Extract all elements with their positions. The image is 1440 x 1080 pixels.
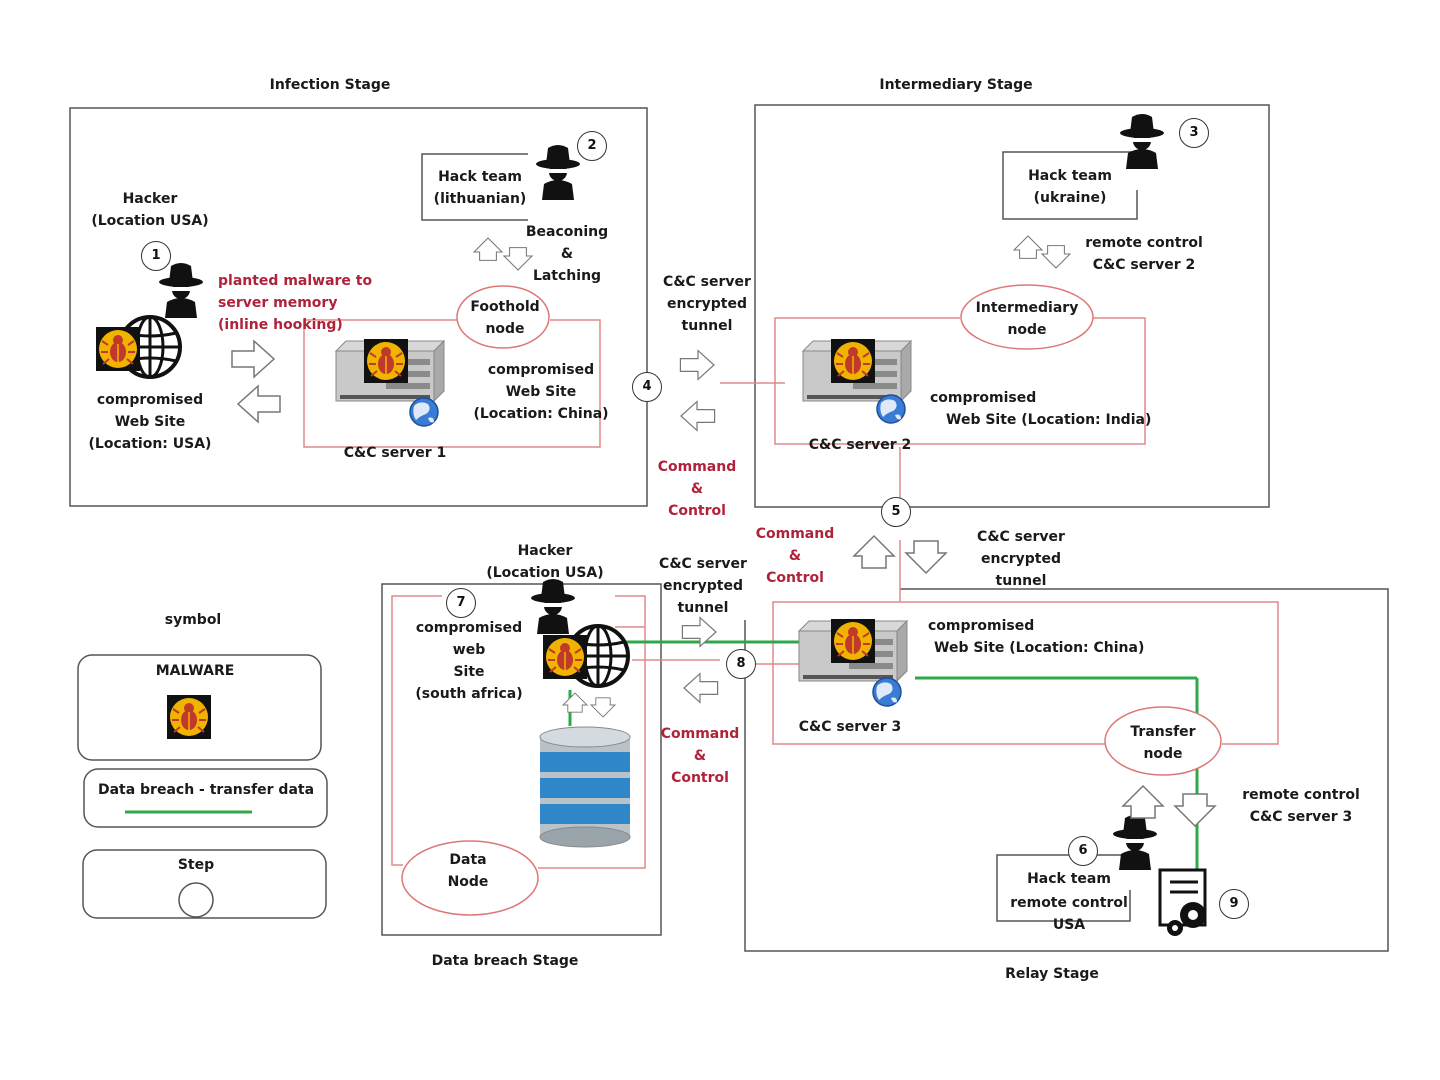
web-globe-south-africa xyxy=(542,624,630,688)
red-lines xyxy=(303,317,1279,869)
legend-breach-label: Data breach - transfer data xyxy=(97,782,315,798)
step-2: 2 xyxy=(577,131,607,161)
foothold-node-shape xyxy=(456,285,550,349)
step-9: 9 xyxy=(1219,889,1249,919)
transfer-node-label: Transfer node xyxy=(1130,724,1196,762)
step-1: 1 xyxy=(141,241,171,271)
compromised-site-usa-label: compromised Web Site (Location: USA) xyxy=(88,392,212,452)
hack-team-usa-label: Hack team remote control USA xyxy=(1010,871,1128,933)
relay-stage-box xyxy=(744,588,1389,952)
foothold-node-label: Foothold node xyxy=(470,299,540,337)
hacker-usa-icon xyxy=(159,263,203,318)
hack-team-ukraine-label: Hack team (ukraine) xyxy=(1028,168,1112,206)
step-8: 8 xyxy=(726,649,756,679)
green-lines xyxy=(568,640,1199,877)
infection-stage-title: Infection Stage xyxy=(269,77,391,93)
step-6: 6 xyxy=(1068,836,1098,866)
hack-team-lithuanian-label: Hack team (lithuanian) xyxy=(433,169,527,207)
hacker-usa-label: Hacker (Location USA) xyxy=(91,191,209,229)
step-4: 4 xyxy=(632,372,662,402)
hack-team-lithuanian-icon xyxy=(536,145,580,200)
hack-team-box-2 xyxy=(421,153,528,221)
hacker-data-breach-icon xyxy=(531,579,575,634)
legend-step-label: Step xyxy=(177,857,215,873)
cc-server-1-label: C&C server 1 xyxy=(343,445,447,461)
data-breach-stage-box xyxy=(381,583,662,936)
planted-malware-label: planted malware to server memory (inline… xyxy=(218,273,373,333)
hack-team-usa-icon xyxy=(1113,815,1157,870)
tunnel-right-label: C&C server encrypted tunnel xyxy=(977,529,1065,589)
legend-step-box xyxy=(82,849,327,919)
report-gears-icon xyxy=(1158,868,1207,936)
compromised-site-south-africa-label: compromised web Site (south africa) xyxy=(415,620,523,702)
hack-team-box-6 xyxy=(996,854,1131,922)
cc-server-1-icon xyxy=(335,338,445,427)
compromised-site-china-relay-label: compromised Web Site (Location: China) xyxy=(928,618,1145,656)
data-breach-stage-title: Data breach Stage xyxy=(431,953,579,969)
legend-malware-box xyxy=(77,654,322,761)
cc-server-3-label: C&C server 3 xyxy=(798,719,902,735)
command-control-mid-label: Command & Control xyxy=(755,526,835,586)
compromised-site-china-label: compromised Web Site (Location: China) xyxy=(473,362,609,422)
hack-team-box-3 xyxy=(1002,151,1138,220)
hack-team-ukraine-icon xyxy=(1120,114,1164,169)
remote-control-3-label: remote control C&C server 3 xyxy=(1242,787,1360,825)
command-control-top-label: Command & Control xyxy=(657,459,737,519)
data-node-label: Data Node xyxy=(447,852,489,890)
data-node-shape xyxy=(401,840,539,916)
legend-malware-icon xyxy=(166,694,212,740)
intermediary-stage-title: Intermediary Stage xyxy=(879,77,1033,93)
compromised-site-india-label: compromised Web Site (Location: India) xyxy=(930,390,1152,428)
legend-title: symbol xyxy=(164,612,222,628)
cc-server-2-icon xyxy=(802,338,912,424)
tunnel-top-label: C&C server encrypted tunnel xyxy=(663,274,751,334)
tunnel-bottom-label: C&C server encrypted tunnel xyxy=(659,556,747,616)
cc-server-3-icon xyxy=(798,618,908,707)
legend-malware-label: MALWARE xyxy=(155,663,235,679)
hacker-data-breach-label: Hacker (Location USA) xyxy=(486,543,604,581)
legend-breach-box xyxy=(83,768,328,828)
transfer-node-shape xyxy=(1104,706,1222,776)
beaconing-latching-label: Beaconing & Latching xyxy=(525,224,609,284)
step-3: 3 xyxy=(1179,118,1209,148)
intermediary-node-shape xyxy=(960,284,1094,350)
cc-server-2-label: C&C server 2 xyxy=(808,437,912,453)
intermediary-stage-box xyxy=(754,104,1270,508)
remote-control-2-label: remote control C&C server 2 xyxy=(1085,235,1203,273)
database-icon xyxy=(539,726,631,848)
step-7: 7 xyxy=(446,588,476,618)
command-control-bottom-label: Command & Control xyxy=(660,726,740,786)
relay-stage-title: Relay Stage xyxy=(1005,966,1099,982)
legend-step-circle xyxy=(178,882,214,918)
web-globe-usa xyxy=(95,315,182,379)
infection-stage-box xyxy=(69,107,648,507)
step-5: 5 xyxy=(881,497,911,527)
intermediary-node-label: Intermediary node xyxy=(975,300,1079,338)
